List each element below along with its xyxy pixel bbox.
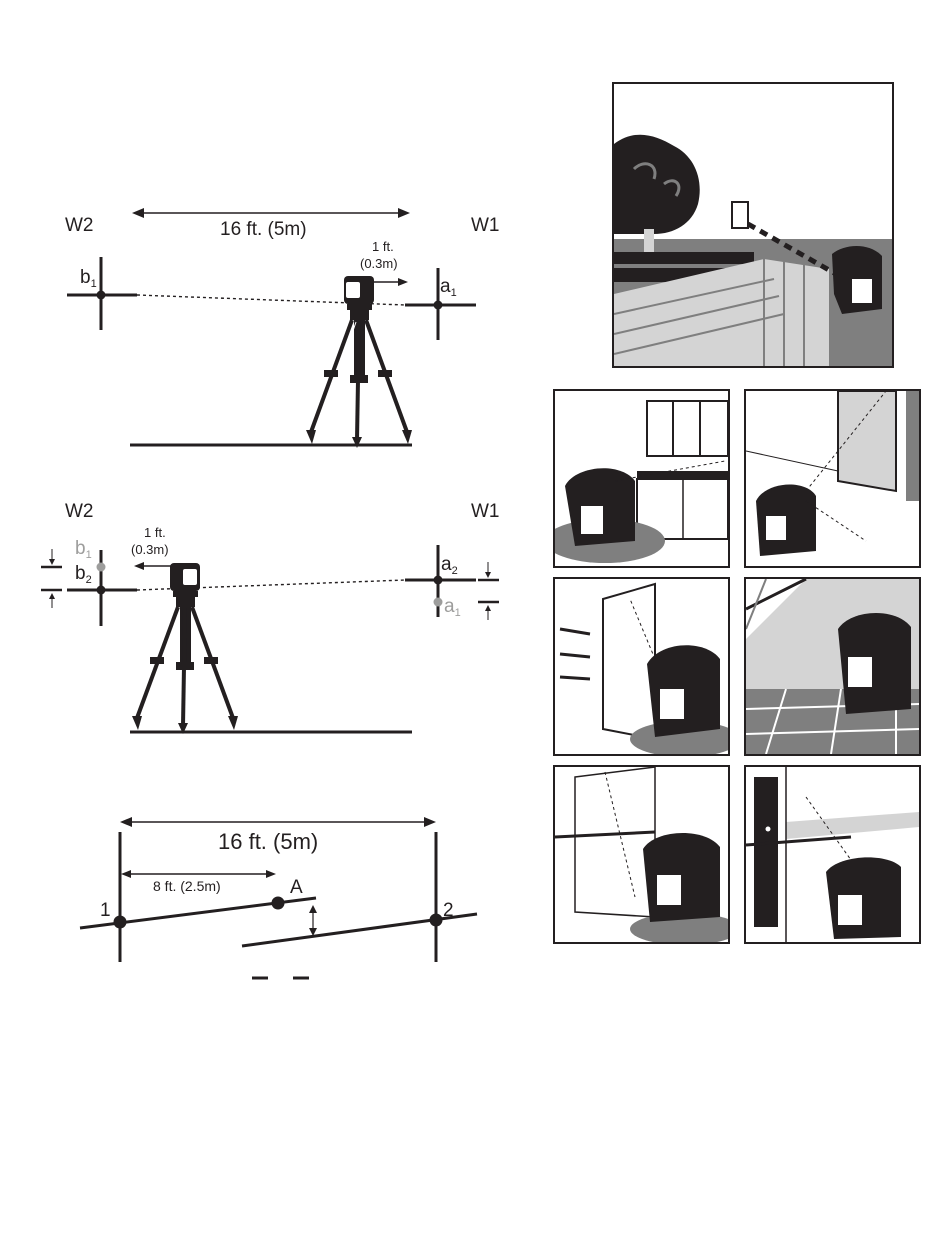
- fig2-offset-ft-label: 1 ft.: [144, 525, 166, 540]
- fig3-label-1: 1: [100, 900, 111, 921]
- fig1-crosshair-b1: [67, 257, 137, 330]
- fig1-wall-left-label: W2: [65, 215, 94, 236]
- fig2-label-a2: a2: [441, 554, 458, 577]
- room-corner-illustration: [553, 765, 730, 944]
- fig2-wall-left-label: W2: [65, 501, 94, 522]
- fig2-label-a1: a1: [444, 596, 461, 619]
- fig2-offset-arrow: [134, 562, 172, 570]
- tiled-floor-illustration: [744, 577, 921, 756]
- fig1-distance-label: 16 ft. (5m): [220, 219, 307, 240]
- fig1-offset-ft-label: 1 ft.: [372, 239, 394, 254]
- fig3-label-A: A: [290, 877, 303, 898]
- fig3-point-1-marker: [114, 916, 127, 929]
- fig1-distance-arrow: [132, 208, 410, 218]
- fig1-label-b1: b1: [80, 267, 97, 290]
- figure-1: W2 W1 16 ft. (5m) b1 a1 1 ft. (0.3m): [65, 208, 500, 448]
- fig1-wall-right-label: W1: [471, 215, 500, 236]
- fig2-label-b2: b2: [75, 563, 92, 586]
- fig3-label-2: 2: [443, 900, 454, 921]
- doorway-illustration: [744, 389, 921, 568]
- fig3-point-A-marker: [272, 897, 285, 910]
- door-frame-illustration: [744, 765, 921, 944]
- figure-2: W2 W1 b1 b2 a2 a1: [41, 501, 500, 734]
- fig1-laser-on-tripod: [306, 276, 412, 448]
- fig2-offset-m-label: (0.3m): [131, 542, 169, 557]
- figure-3: 16 ft. (5m) 8 ft. (2.5m) 1 2 A: [80, 817, 477, 978]
- fig2-right-gap-marker: [478, 562, 499, 620]
- fig3-distance-label: 16 ft. (5m): [218, 829, 318, 854]
- fig2-laser-on-tripod: [132, 563, 238, 734]
- fig2-wall-right-label: W1: [471, 501, 500, 522]
- kitchen-cabinet-illustration: [553, 389, 730, 568]
- fig3-distance-arrow: [120, 817, 436, 827]
- fig2-label-b1: b1: [75, 538, 92, 561]
- fig3-deviation-arrow: [309, 905, 317, 936]
- fig3-half-distance-arrow: [121, 870, 276, 878]
- fig1-offset-m-label: (0.3m): [360, 256, 398, 271]
- fig3-half-distance-label: 8 ft. (2.5m): [153, 878, 221, 894]
- fig2-crosshair-b2: [67, 550, 137, 626]
- fig2-left-gap-marker: [41, 549, 62, 608]
- fig1-label-a1: a1: [440, 276, 457, 299]
- shelving-illustration: [553, 577, 730, 756]
- fig3-point-2-marker: [430, 914, 443, 927]
- outdoor-deck-illustration: [612, 82, 894, 368]
